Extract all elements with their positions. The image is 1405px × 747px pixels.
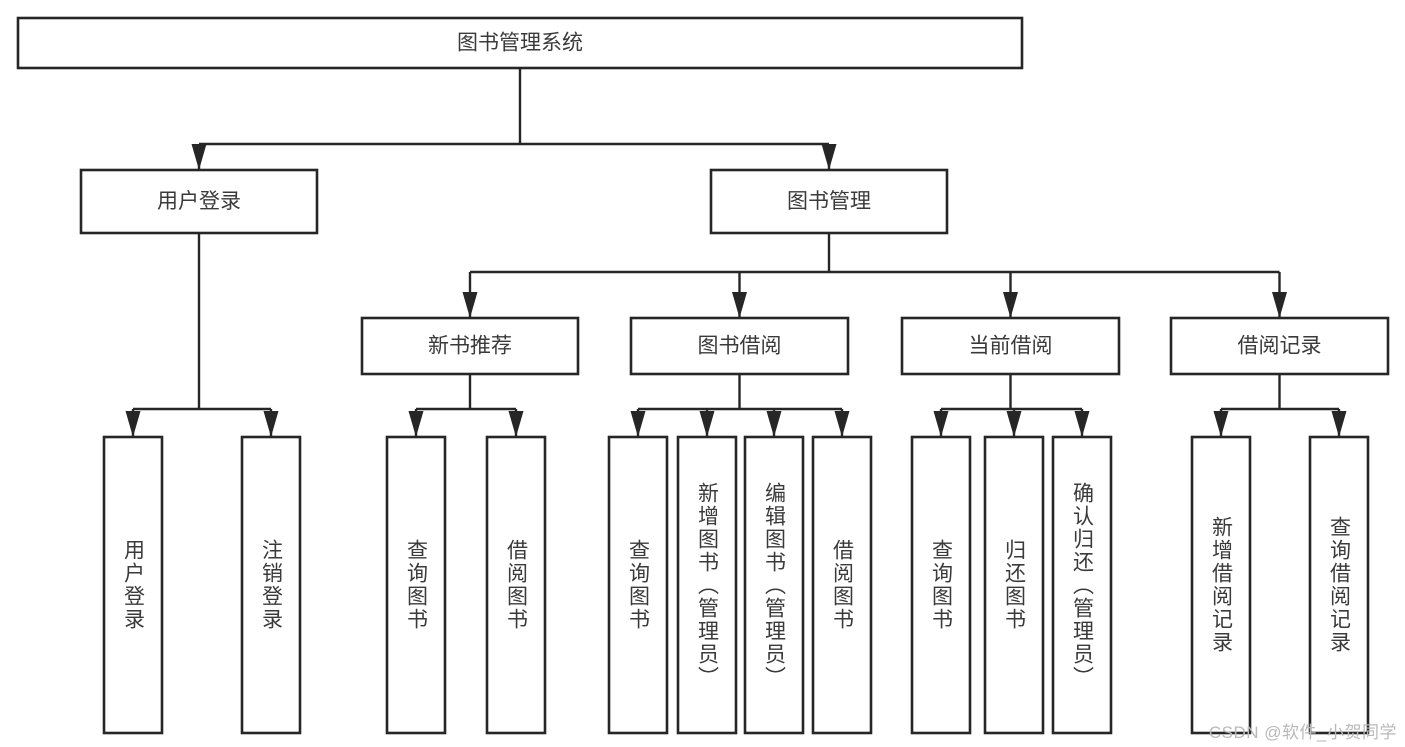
- node-leaf-query-record[interactable]: [1308, 435, 1370, 735]
- node-book-manage-label: 图书管理: [787, 190, 871, 213]
- node-root[interactable]: [16, 16, 1024, 70]
- node-book-manage[interactable]: [709, 168, 949, 235]
- node-leaf-logout[interactable]: [240, 435, 302, 735]
- node-new-book-recommend-label: 新书推荐: [428, 335, 512, 358]
- node-leaf-add-record[interactable]: [1190, 435, 1252, 735]
- arrow-head-icon: [933, 411, 949, 437]
- arrow-head-icon: [1272, 292, 1287, 318]
- arrow-head-icon: [732, 292, 747, 318]
- arrow-head-icon: [1074, 411, 1090, 437]
- arrow-head-icon: [630, 411, 646, 437]
- node-leaf-query-book-new[interactable]: [385, 435, 447, 735]
- arrow-head-icon: [821, 144, 837, 170]
- node-leaf-borrow-book[interactable]: [811, 435, 873, 735]
- node-leaf-user-login[interactable]: [102, 435, 164, 735]
- arrow-head-icon: [263, 411, 279, 437]
- node-leaf-edit-book[interactable]: [743, 435, 805, 735]
- node-book-borrow[interactable]: [629, 316, 850, 376]
- arrow-head-icon: [699, 411, 715, 437]
- node-leaf-add-book[interactable]: [676, 435, 738, 735]
- node-borrow-record[interactable]: [1169, 316, 1390, 376]
- arrow-head-icon: [408, 411, 424, 437]
- box-layer: [16, 16, 1390, 735]
- node-new-book-recommend[interactable]: [360, 316, 580, 376]
- node-current-borrow-label: 当前借阅: [969, 335, 1053, 358]
- arrow-head-icon: [1006, 411, 1022, 437]
- node-leaf-return-book[interactable]: [983, 435, 1045, 735]
- csdn-watermark: CSDN @软件_小贺同学: [1208, 723, 1397, 742]
- node-user-login-label: 用户登录: [157, 190, 241, 213]
- arrow-head-icon: [191, 144, 207, 170]
- arrow-head-icon: [462, 292, 478, 318]
- node-book-borrow-label: 图书借阅: [698, 335, 782, 358]
- arrow-head-icon: [1003, 292, 1018, 318]
- node-current-borrow[interactable]: [900, 316, 1121, 376]
- node-user-login[interactable]: [79, 168, 319, 235]
- node-leaf-borrow-book-new[interactable]: [485, 435, 547, 735]
- node-root-label: 图书管理系统: [457, 32, 583, 55]
- arrow-head-icon: [1213, 411, 1229, 437]
- connector-layer: [125, 68, 1347, 437]
- arrow-head-icon: [1331, 411, 1347, 437]
- arrow-head-icon: [508, 411, 524, 437]
- node-borrow-record-label: 借阅记录: [1238, 335, 1322, 358]
- node-leaf-query-book-borrow[interactable]: [607, 435, 669, 735]
- arrow-head-icon: [766, 411, 782, 437]
- node-leaf-confirm-return[interactable]: [1051, 435, 1113, 735]
- arrow-head-icon: [834, 411, 850, 437]
- node-leaf-query-book-current[interactable]: [910, 435, 972, 735]
- arrow-head-icon: [125, 411, 141, 437]
